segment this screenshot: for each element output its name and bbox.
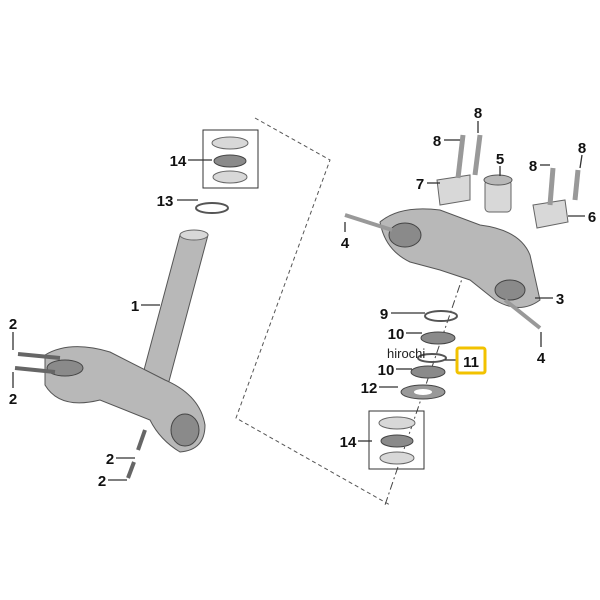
- fork-clamp-hole: [494, 279, 526, 301]
- callout-2[interactable]: 2: [106, 451, 114, 468]
- callout-9[interactable]: 9: [380, 306, 388, 323]
- bolt-8: [547, 167, 556, 206]
- bearing-balls: [213, 154, 247, 168]
- callout-14[interactable]: 14: [340, 434, 357, 451]
- callout-2[interactable]: 2: [9, 391, 17, 408]
- callout-7[interactable]: 7: [416, 176, 424, 193]
- callout-10[interactable]: 10: [388, 326, 405, 343]
- fork-clamp-hole: [388, 222, 422, 248]
- ring-10: [410, 365, 446, 379]
- lower-triple-clamp: [44, 346, 206, 453]
- callout-10[interactable]: 10: [378, 362, 395, 379]
- callout-4[interactable]: 4: [537, 350, 546, 367]
- bearing-box-left: [202, 129, 259, 189]
- watermark: hirochi: [387, 346, 425, 361]
- callout-1[interactable]: 1: [131, 298, 139, 315]
- highlight-box-part-11: [455, 346, 487, 375]
- circlip-9: [424, 310, 458, 322]
- steering-stem: [139, 234, 209, 386]
- bolt-8: [472, 134, 483, 176]
- callout-3[interactable]: 3: [556, 291, 564, 308]
- bolt: [126, 461, 136, 479]
- bolt-8: [455, 134, 466, 179]
- ring-13: [195, 202, 229, 214]
- ring-10: [420, 331, 456, 345]
- bolt: [14, 366, 56, 374]
- leader-lines: [12, 121, 585, 481]
- callout-6[interactable]: 6: [588, 209, 596, 226]
- cap-top: [483, 174, 513, 186]
- assembly-dashed-outline: [235, 117, 391, 506]
- callout-5[interactable]: 5: [496, 151, 504, 168]
- callout-8[interactable]: 8: [529, 158, 537, 175]
- bolt: [17, 352, 61, 360]
- callout-2[interactable]: 2: [9, 316, 17, 333]
- callout-12[interactable]: 12: [361, 380, 378, 397]
- washer-hole: [414, 389, 432, 395]
- callout-4[interactable]: 4: [341, 235, 350, 252]
- callout-14[interactable]: 14: [170, 153, 187, 170]
- bearing-ring: [212, 170, 248, 184]
- bolt-4: [344, 213, 393, 232]
- callout-2[interactable]: 2: [98, 473, 106, 490]
- ring-11: [417, 353, 447, 363]
- bearing-ring: [211, 136, 249, 150]
- callout-8[interactable]: 8: [474, 105, 482, 122]
- stem-top: [179, 229, 209, 241]
- callout-8[interactable]: 8: [433, 133, 441, 150]
- callout-13[interactable]: 13: [157, 193, 174, 210]
- bearing-ring: [379, 451, 415, 465]
- bearing-balls: [380, 434, 414, 448]
- handlebar-clamp-7: [436, 174, 471, 206]
- bearing-box-right: [368, 410, 425, 470]
- callout-11[interactable]: 11: [463, 354, 479, 371]
- fork-clamp-right: [170, 413, 200, 447]
- bearing-ring: [378, 416, 416, 430]
- callout-8[interactable]: 8: [578, 140, 586, 157]
- bolt-8: [572, 169, 581, 201]
- bolt: [136, 429, 147, 451]
- handlebar-clamp-6: [532, 199, 569, 229]
- fork-clamp-left: [46, 359, 84, 377]
- bolt-4: [503, 298, 542, 330]
